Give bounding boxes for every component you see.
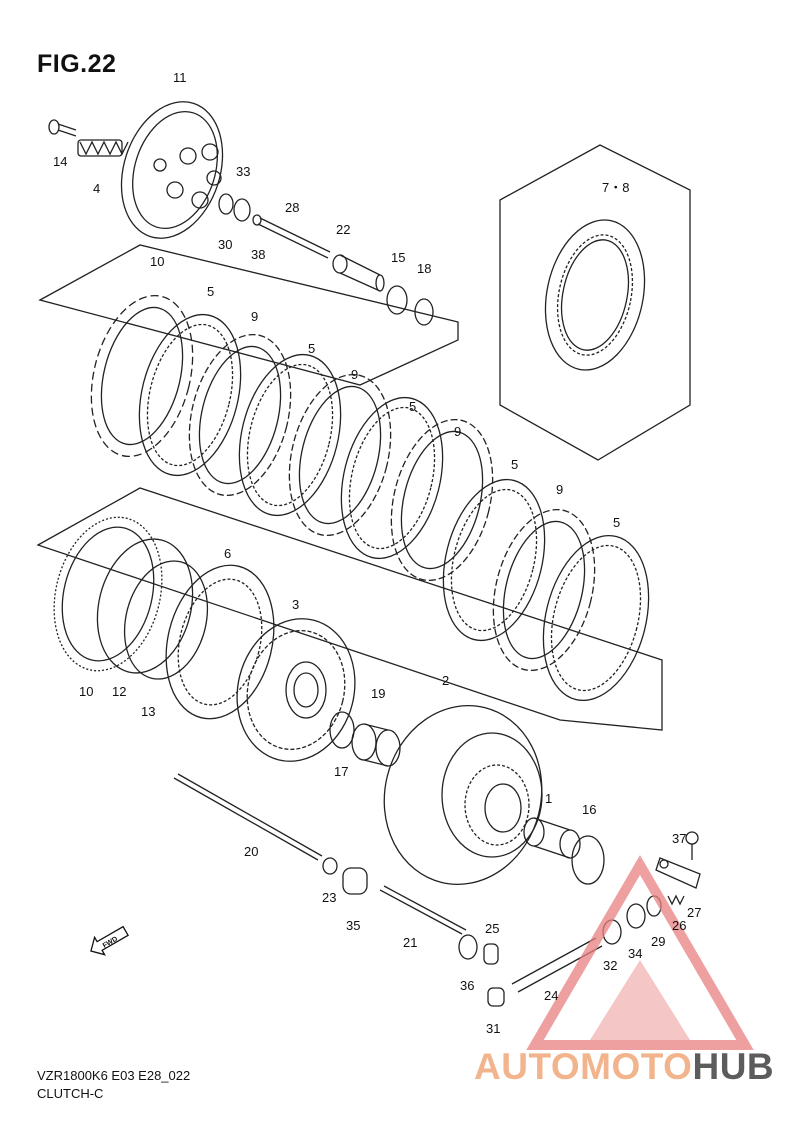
drive-plate-5-e <box>542 534 650 702</box>
part-7-8-plate <box>544 219 646 371</box>
release-rod-21 <box>379 885 467 935</box>
oil-seal-36 <box>458 934 478 960</box>
callout-5-c: 5 <box>409 399 416 414</box>
push-piece-22 <box>332 254 385 292</box>
friction-plate-10-lower <box>53 516 163 672</box>
callout-7-8: 7・8 <box>602 180 629 195</box>
spring-26 <box>667 894 685 906</box>
release-arm-27 <box>655 857 701 889</box>
callout-16: 16 <box>582 802 596 817</box>
callout-9-c: 9 <box>454 424 461 439</box>
clutch-spring <box>77 139 129 157</box>
bearing-31 <box>487 987 505 1007</box>
upper-stack-box <box>38 244 459 386</box>
pin-25 <box>483 943 499 965</box>
bearing-33 <box>233 198 251 222</box>
callout-33: 33 <box>236 164 250 179</box>
callout-18: 18 <box>417 261 431 276</box>
callout-22: 22 <box>336 222 350 237</box>
callout-29: 29 <box>651 934 665 949</box>
callout-11: 11 <box>173 70 187 85</box>
washer-30 <box>218 193 234 215</box>
callout-32: 32 <box>603 958 617 973</box>
callout-20: 20 <box>244 844 258 859</box>
needle-bearing-19 <box>351 723 401 767</box>
callout-26: 26 <box>672 918 686 933</box>
seal-34 <box>626 903 646 929</box>
section-name: CLUTCH-C <box>37 1086 104 1101</box>
drive-plate-5-c <box>340 396 444 560</box>
callout-6: 6 <box>224 546 231 561</box>
callout-1: 1 <box>545 791 552 806</box>
callout-5-b: 5 <box>308 341 315 356</box>
bearing-35 <box>342 867 368 895</box>
seat-13 <box>123 560 209 680</box>
callout-28: 28 <box>285 200 299 215</box>
callout-24: 24 <box>544 988 558 1003</box>
callout-12: 12 <box>112 684 126 699</box>
model-code: VZR1800K6 E03 E28_022 <box>37 1068 191 1083</box>
clutch-sleeve-hub <box>236 618 356 762</box>
figure-title: FIG.22 <box>37 50 117 78</box>
drive-plate-5-b <box>238 353 342 517</box>
callout-9-b: 9 <box>351 367 358 382</box>
release-rod-20 <box>173 773 323 861</box>
callout-4: 4 <box>93 181 100 196</box>
drive-plate-5-d <box>442 478 546 642</box>
callout-13: 13 <box>141 704 155 719</box>
callout-23: 23 <box>322 890 336 905</box>
callout-21: 21 <box>403 935 417 950</box>
callout-5-e: 5 <box>613 515 620 530</box>
washer-38 <box>252 214 262 226</box>
callout-35: 35 <box>346 918 360 933</box>
callout-10-lower: 10 <box>79 684 93 699</box>
callout-5-d: 5 <box>511 457 518 472</box>
callout-19: 19 <box>371 686 385 701</box>
callout-25: 25 <box>485 921 499 936</box>
callout-3: 3 <box>292 597 299 612</box>
callout-27: 27 <box>687 905 701 920</box>
callout-31: 31 <box>486 1021 500 1036</box>
callout-5-a: 5 <box>207 284 214 299</box>
push-rod-28 <box>257 217 331 259</box>
spring-washer-12 <box>96 538 194 674</box>
callout-15: 15 <box>391 250 405 265</box>
pressure-plate <box>120 101 224 239</box>
callout-9-a: 9 <box>251 309 258 324</box>
watermark-part1: AUTOMOTO <box>474 1046 693 1087</box>
fwd-arrow-icon: FWD <box>90 925 129 956</box>
callout-37: 37 <box>672 831 686 846</box>
callout-2: 2 <box>442 673 449 688</box>
washer-16 <box>571 835 605 885</box>
watermark-part2: HUB <box>692 1046 775 1087</box>
lower-stack-box <box>36 487 663 731</box>
driven-plate-9-c <box>390 418 494 582</box>
bearing-15 <box>386 285 408 315</box>
callout-30: 30 <box>218 237 232 252</box>
callout-36: 36 <box>460 978 474 993</box>
watermark-logo-icon <box>526 855 754 1050</box>
clutch-bolt <box>48 119 77 137</box>
callout-10-upper: 10 <box>150 254 164 269</box>
friction-plate-10-upper <box>90 294 194 458</box>
callout-17: 17 <box>334 764 348 779</box>
washer-17 <box>329 711 355 749</box>
washer-18 <box>414 298 434 326</box>
bolt-37 <box>685 831 699 860</box>
spacer-1 <box>523 817 581 859</box>
clutch-housing <box>383 705 543 885</box>
callout-34: 34 <box>628 946 642 961</box>
driven-plate-9-a <box>188 333 292 497</box>
inset-box <box>499 144 691 461</box>
watermark-text: AUTOMOTOHUB <box>474 1046 774 1088</box>
driven-plate-9-d <box>492 508 596 672</box>
callout-14: 14 <box>53 154 67 169</box>
callout-9-d: 9 <box>556 482 563 497</box>
plate-6 <box>165 564 275 720</box>
drive-plate-5-a <box>138 313 242 477</box>
callout-38: 38 <box>251 247 265 262</box>
ball-23 <box>322 857 338 875</box>
driven-plate-9-b <box>288 373 392 537</box>
